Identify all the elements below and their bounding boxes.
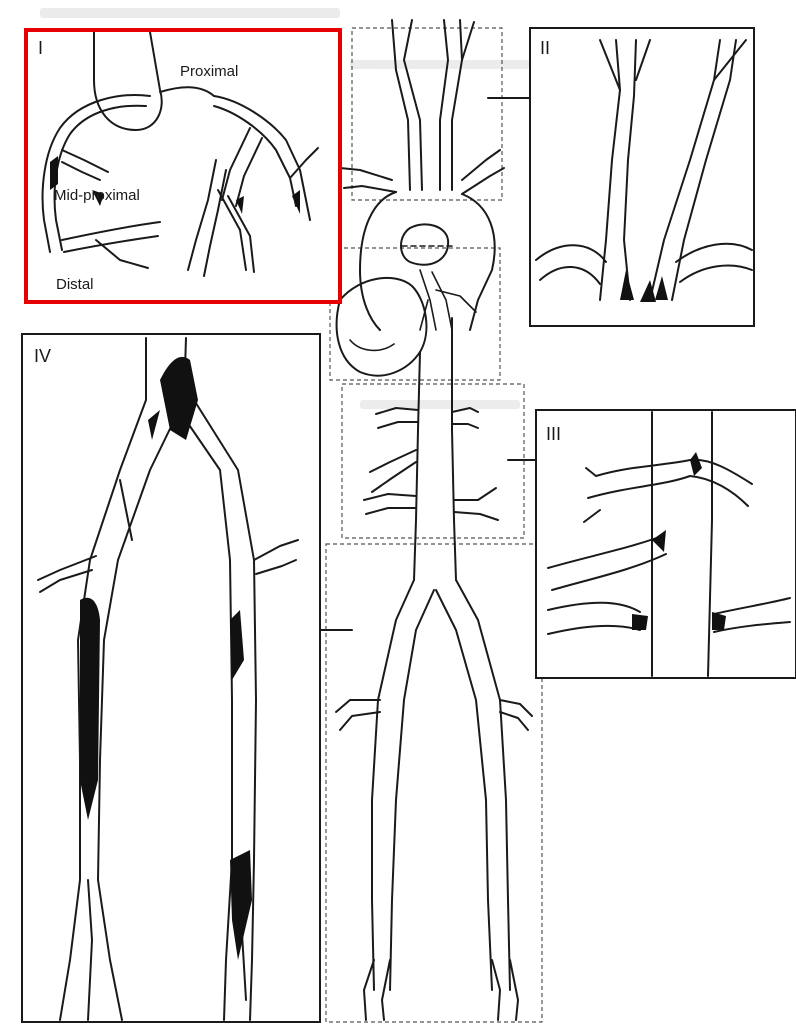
panel-coronary: I Proximal Mid-proximal Distal (26, 30, 340, 302)
label-proximal: Proximal (180, 63, 238, 80)
label-mid-proximal: Mid-proximal (54, 187, 140, 204)
panel-label-carotid: II (540, 38, 550, 58)
panel-label-renal: III (546, 424, 561, 444)
panel-label-coronary: I (38, 38, 43, 58)
panel-renal: III (536, 410, 796, 678)
panel-iliac-femoral: IV (22, 334, 320, 1022)
label-distal: Distal (56, 276, 94, 293)
panel-carotid: II (530, 28, 754, 326)
panel-label-iliac-femoral: IV (34, 346, 51, 366)
